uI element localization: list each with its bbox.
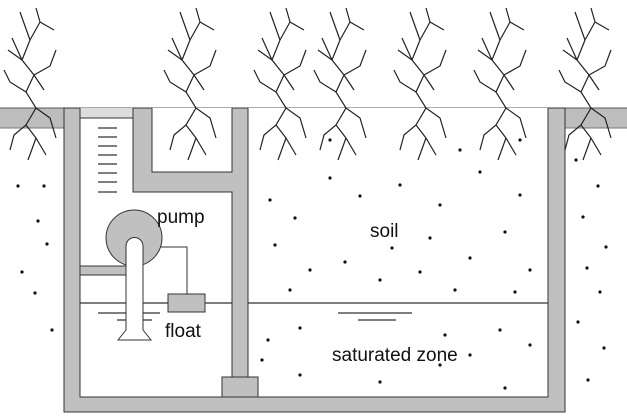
water-level-gauge: [98, 127, 117, 193]
plant-roots: [3, 7, 612, 161]
soil-label: soil: [370, 221, 399, 242]
soil-dot: [418, 270, 422, 274]
soil-dot: [308, 268, 312, 272]
plant-icon: [473, 7, 527, 161]
soil-dot: [468, 256, 472, 260]
soil-dot: [518, 193, 522, 197]
plant-icon: [253, 7, 307, 161]
soil-dot: [602, 346, 606, 350]
soil-dot: [20, 270, 24, 274]
soil-dot: [36, 219, 40, 223]
soil-dot: [478, 170, 482, 174]
soil-dot: [468, 353, 472, 357]
soil-dot: [443, 333, 447, 337]
soil-particles: [16, 138, 608, 390]
pump-label: pump: [157, 207, 205, 228]
soil-dot: [458, 148, 462, 152]
water-level-lines: [80, 302, 548, 321]
soil-dot: [586, 378, 590, 382]
soil-dot: [513, 290, 517, 294]
soil-dot: [438, 203, 442, 207]
soil-dot: [390, 246, 394, 250]
saturated-zone-label: saturated zone: [332, 345, 458, 366]
soil-dot: [576, 320, 580, 324]
soil-dot: [378, 278, 382, 282]
soil-dot: [50, 328, 54, 332]
soil-dot: [518, 138, 522, 142]
soil-dot: [273, 243, 277, 247]
soil-dot: [343, 260, 347, 264]
soil-dot: [438, 363, 442, 367]
soil-dot: [585, 266, 589, 270]
soil-dot: [498, 328, 502, 332]
soil-dot: [16, 184, 20, 188]
soil-dot: [503, 230, 507, 234]
soil-dot: [288, 288, 292, 292]
soil-dot: [528, 343, 532, 347]
soil-dot: [298, 326, 302, 330]
soil-dot: [260, 358, 264, 362]
soil-dot: [358, 194, 362, 198]
soil-dot: [604, 245, 608, 249]
soil-dot: [266, 338, 270, 342]
soil-dot: [298, 373, 302, 377]
float-wire: [161, 246, 188, 294]
soil-dot: [42, 184, 46, 188]
soil-dot: [268, 198, 272, 202]
soil-dot: [503, 386, 507, 390]
soil-dot: [598, 290, 602, 294]
plant-icon: [163, 7, 217, 161]
float-label: float: [165, 321, 202, 342]
soil-dot: [33, 291, 37, 295]
soil-dot: [398, 183, 402, 187]
soil-dot: [428, 236, 432, 240]
soil-dot: [378, 380, 382, 384]
soil-dot: [453, 288, 457, 292]
soil-dot: [45, 242, 49, 246]
intake-pipe: [116, 237, 153, 341]
soil-dot: [328, 176, 332, 180]
float-icon: [167, 293, 206, 313]
tank-walls: [63, 107, 566, 413]
soil-dot: [293, 216, 297, 220]
soil-dot: [528, 268, 532, 272]
soil-dot: [574, 158, 578, 162]
plant-icon: [393, 7, 447, 161]
soil-dot: [596, 184, 600, 188]
soil-dot: [581, 215, 585, 219]
plant-icon: [558, 7, 612, 161]
plant-icon: [3, 7, 57, 161]
discharge-foot: [221, 376, 259, 398]
plant-icon: [313, 7, 367, 161]
soil-dot: [328, 138, 332, 142]
